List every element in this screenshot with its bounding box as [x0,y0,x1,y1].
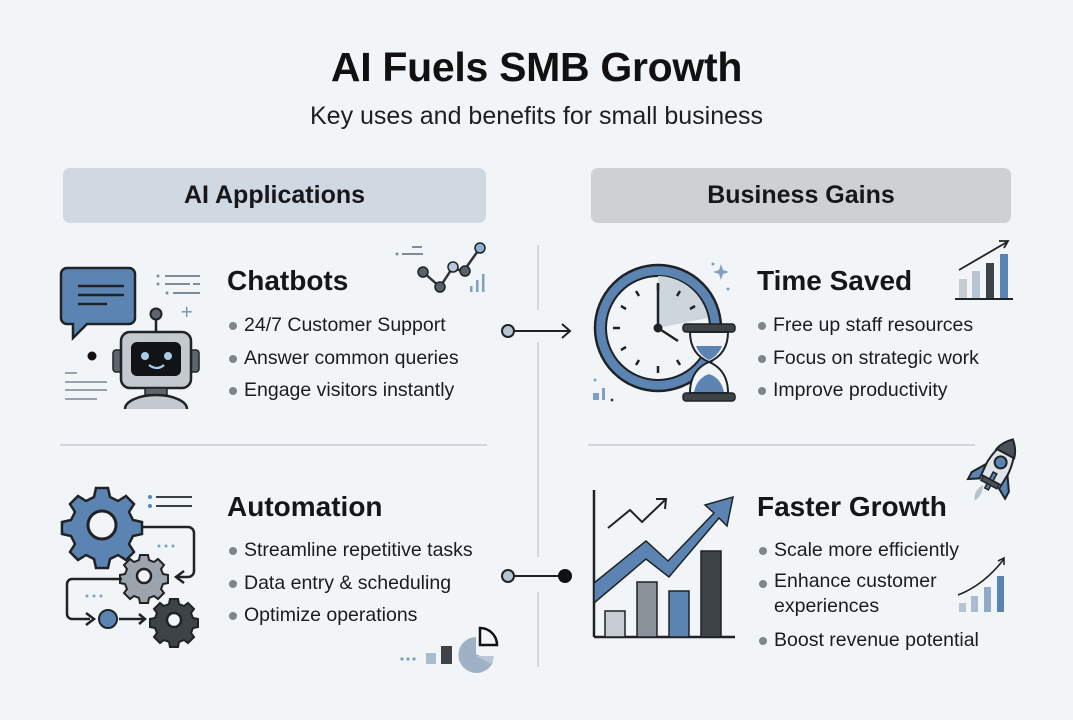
bullet-item: Scale more efficiently [757,536,979,569]
rocket-icon [966,438,1017,501]
svg-text:+: + [180,302,193,321]
pie-chart-decoration-icon [400,626,499,673]
connector-arrow-chatbots-to-time-saved [501,323,572,339]
bullet-list-chatbots: 24/7 Customer Support Answer common quer… [227,311,459,409]
page-subtitle: Key uses and benefits for small business [309,102,763,130]
bar-chart-arrow-icon [955,240,1013,300]
vertical-divider [537,245,539,310]
line-chart-decoration-icon [395,242,486,293]
section-title-faster-growth: Faster Growth [757,491,947,522]
gears-workflow-icon [60,486,199,648]
vertical-divider [537,342,539,557]
column-header-label: Business Gains [707,181,895,209]
bullet-item: Engage visitors instantly [227,376,459,409]
bullet-item: Enhance customer experiences [757,569,974,626]
clock-hourglass-icon [593,262,736,402]
growth-chart-icon [592,490,735,639]
horizontal-divider-right [588,444,975,446]
section-title-chatbots: Chatbots [227,265,349,296]
section-title-time-saved: Time Saved [757,265,913,296]
robot-chat-icon: + [59,266,200,410]
connector-dot-automation-to-faster-growth [501,569,572,583]
bullet-item: Data entry & scheduling [227,569,473,602]
bullet-item: Free up staff resources [756,311,979,344]
rising-bars-icon [957,556,1005,612]
bullet-item: Focus on strategic work [756,344,979,377]
bullet-item: Improve productivity [756,376,979,409]
bullet-item: Answer common queries [227,344,459,377]
column-header-label: AI Applications [183,181,366,209]
bullet-list-time-saved: Free up staff resources Focus on strateg… [756,311,979,409]
bullet-item: 24/7 Customer Support [227,311,459,344]
bullet-item: Boost revenue potential [757,626,979,659]
bullet-item: Streamline repetitive tasks [227,536,473,569]
vertical-divider [537,592,539,667]
horizontal-divider-left [60,444,487,446]
page-title: AI Fuels SMB Growth [330,44,743,90]
column-header-business-gains: Business Gains [591,168,1011,223]
section-title-automation: Automation [227,491,383,522]
column-header-ai-applications: AI Applications [63,168,486,223]
bullet-list-faster-growth: Scale more efficiently Enhance customer … [757,536,979,658]
bullet-item: Optimize operations [227,601,473,634]
bullet-list-automation: Streamline repetitive tasks Data entry &… [227,536,473,634]
